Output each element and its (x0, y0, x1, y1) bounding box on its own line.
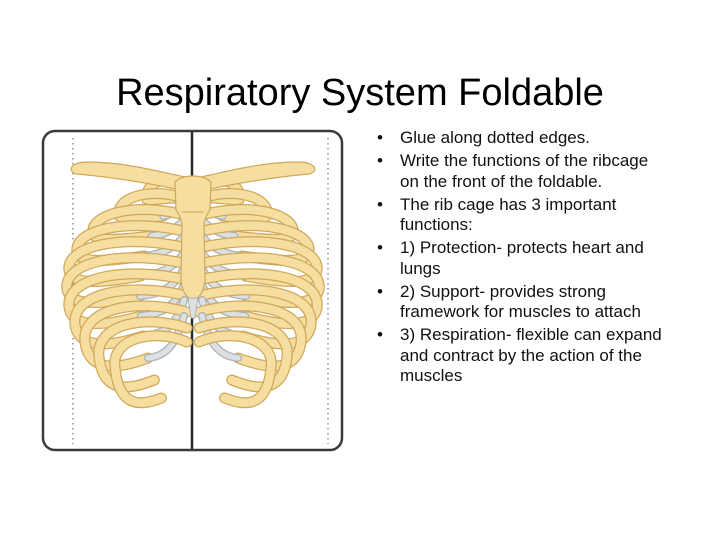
bullet-dot: • (377, 128, 383, 147)
bullet-dot: • (377, 281, 383, 301)
rib-bone (62, 253, 192, 307)
sternum (174, 175, 212, 301)
bullet-text: Write the functions of the ribcage on th… (400, 151, 649, 191)
left-clavicle (70, 161, 192, 191)
list-item: • 3) Respiration- flexible can expand and… (368, 325, 668, 387)
rib-bone (94, 317, 192, 392)
rib-bone (110, 331, 192, 407)
bullet-text: 2) Support- provides strong framework fo… (400, 281, 641, 322)
ribcage-figure (40, 128, 345, 453)
bullet-dot: • (377, 151, 383, 170)
list-item: • The rib cage has 3 important functions: (368, 195, 668, 236)
rib-bone (80, 301, 192, 371)
rib-bone (194, 301, 306, 371)
bullet-text: 3) Respiration- flexible can expand and … (400, 325, 662, 385)
rib-bone (64, 269, 192, 328)
ribcage-icon (41, 129, 344, 452)
slide-title: Respiratory System Foldable (116, 72, 604, 115)
list-item: • 1) Protection- protects heart and lungs (368, 238, 668, 279)
bullet-dot: • (377, 194, 383, 214)
rib-bone (194, 253, 324, 307)
bullet-text: The rib cage has 3 important functions: (400, 194, 617, 235)
rib-bone (194, 269, 322, 328)
list-item: • Glue along dotted edges. (368, 128, 668, 149)
rib-bone (194, 317, 292, 392)
bullet-text: Glue along dotted edges. (400, 128, 590, 147)
right-clavicle (194, 161, 316, 191)
bullet-text: 1) Protection- protects heart and lungs (400, 238, 644, 278)
list-item: • 2) Support- provides strong framework f… (368, 282, 668, 323)
bullet-dot: • (377, 325, 383, 344)
rib-bone (70, 285, 192, 349)
bullet-list: • Glue along dotted edges. • Write the fun… (368, 128, 668, 389)
list-item: • Write the functions of the ribcage on t… (368, 151, 668, 192)
rib-bone (194, 285, 316, 349)
xiphoid-process (187, 297, 199, 319)
bullet-dot: • (377, 238, 383, 257)
rib-bone (194, 331, 276, 407)
